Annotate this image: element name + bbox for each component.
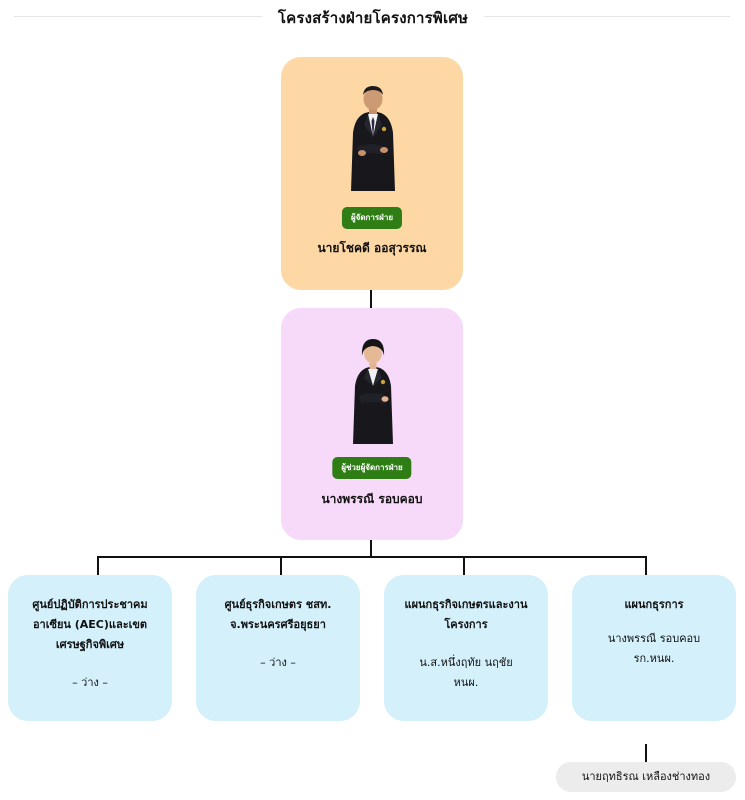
staff-pill: นายฤทธิรณ เหลืองช่างทอง bbox=[556, 762, 736, 792]
unit-body-line: – ว่าง – bbox=[260, 656, 296, 669]
unit-card-agri-business-center: ศูนย์ธุรกิจเกษตร ชสท. จ.พระนครศรีอยุธยา … bbox=[196, 575, 360, 721]
assistant-name: นางพรรณี รอบคอบ bbox=[321, 492, 423, 506]
page-title: โครงสร้างฝ่ายโครงการพิเศษ bbox=[277, 9, 469, 27]
unit-body-line: – ว่าง – bbox=[72, 676, 108, 689]
unit-body-line: น.ส.หนึ่งฤทัย นฤชัย bbox=[419, 656, 513, 669]
unit-title-line: โครงการ bbox=[444, 618, 488, 631]
title-rule-right bbox=[484, 16, 730, 17]
unit-body-line: นางพรรณี รอบคอบ bbox=[607, 632, 701, 645]
connector-horizontal-bus bbox=[97, 556, 647, 558]
unit-card-admin-dept: แผนกธุรการ นางพรรณี รอบคอบ รก.หนผ. bbox=[572, 575, 736, 721]
unit-title-line: แผนกธุรกิจเกษตรและงาน bbox=[404, 598, 528, 611]
unit-body: น.ส.หนึ่งฤทัย นฤชัย หนผ. bbox=[394, 653, 538, 693]
unit-title-line: เศรษฐกิจพิเศษ bbox=[55, 638, 125, 651]
unit-title-line: แผนกธุรการ bbox=[624, 598, 684, 611]
unit-title-line: ศูนย์ธุรกิจเกษตร ชสท. bbox=[224, 598, 332, 611]
unit-title-line: จ.พระนครศรีอยุธยา bbox=[230, 618, 326, 631]
manager-name: นายโชคดี ออสุวรรณ bbox=[317, 241, 427, 255]
unit-title-line: อาเซียน (AEC)และเขต bbox=[32, 618, 148, 631]
unit-title: แผนกธุรการ bbox=[582, 595, 726, 615]
man-in-suit-portrait-icon bbox=[351, 86, 395, 191]
unit-card-agri-projects-dept: แผนกธุรกิจเกษตรและงาน โครงการ น.ส.หนึ่งฤ… bbox=[384, 575, 548, 721]
unit-body: นางพรรณี รอบคอบ รก.หนผ. bbox=[582, 629, 726, 669]
connector-drop-unit-3 bbox=[463, 556, 465, 575]
unit-body: – ว่าง – bbox=[206, 653, 350, 673]
connector-manager-to-assistant bbox=[370, 290, 372, 308]
assistant-card: ผู้ช่วยผู้จัดการฝ่าย นางพรรณี รอบคอบ bbox=[281, 308, 463, 540]
title-row: โครงสร้างฝ่ายโครงการพิเศษ bbox=[0, 0, 745, 34]
title-rule-left bbox=[14, 16, 262, 17]
woman-in-suit-portrait-icon bbox=[353, 339, 393, 444]
connector-admin-to-staff bbox=[645, 744, 647, 762]
unit-title: แผนกธุรกิจเกษตรและงาน โครงการ bbox=[394, 595, 538, 635]
unit-title-line: ศูนย์ปฏิบัติการประชาคม bbox=[32, 598, 148, 611]
connector-drop-unit-1 bbox=[97, 556, 99, 575]
unit-body-line: หนผ. bbox=[453, 676, 479, 689]
manager-role-badge: ผู้จัดการฝ่าย bbox=[341, 207, 403, 229]
connector-assistant-to-bus bbox=[370, 540, 372, 557]
assistant-role-badge: ผู้ช่วยผู้จัดการฝ่าย bbox=[332, 457, 412, 479]
unit-body: – ว่าง – bbox=[18, 673, 162, 693]
unit-card-aec-center: ศูนย์ปฏิบัติการประชาคม อาเซียน (AEC)และเ… bbox=[8, 575, 172, 721]
unit-body-line: รก.หนผ. bbox=[633, 652, 675, 665]
unit-title: ศูนย์ปฏิบัติการประชาคม อาเซียน (AEC)และเ… bbox=[18, 595, 162, 655]
manager-card: ผู้จัดการฝ่าย นายโชคดี ออสุวรรณ bbox=[281, 57, 463, 290]
connector-drop-unit-4 bbox=[645, 556, 647, 575]
connector-drop-unit-2 bbox=[280, 556, 282, 575]
unit-title: ศูนย์ธุรกิจเกษตร ชสท. จ.พระนครศรีอยุธยา bbox=[206, 595, 350, 635]
